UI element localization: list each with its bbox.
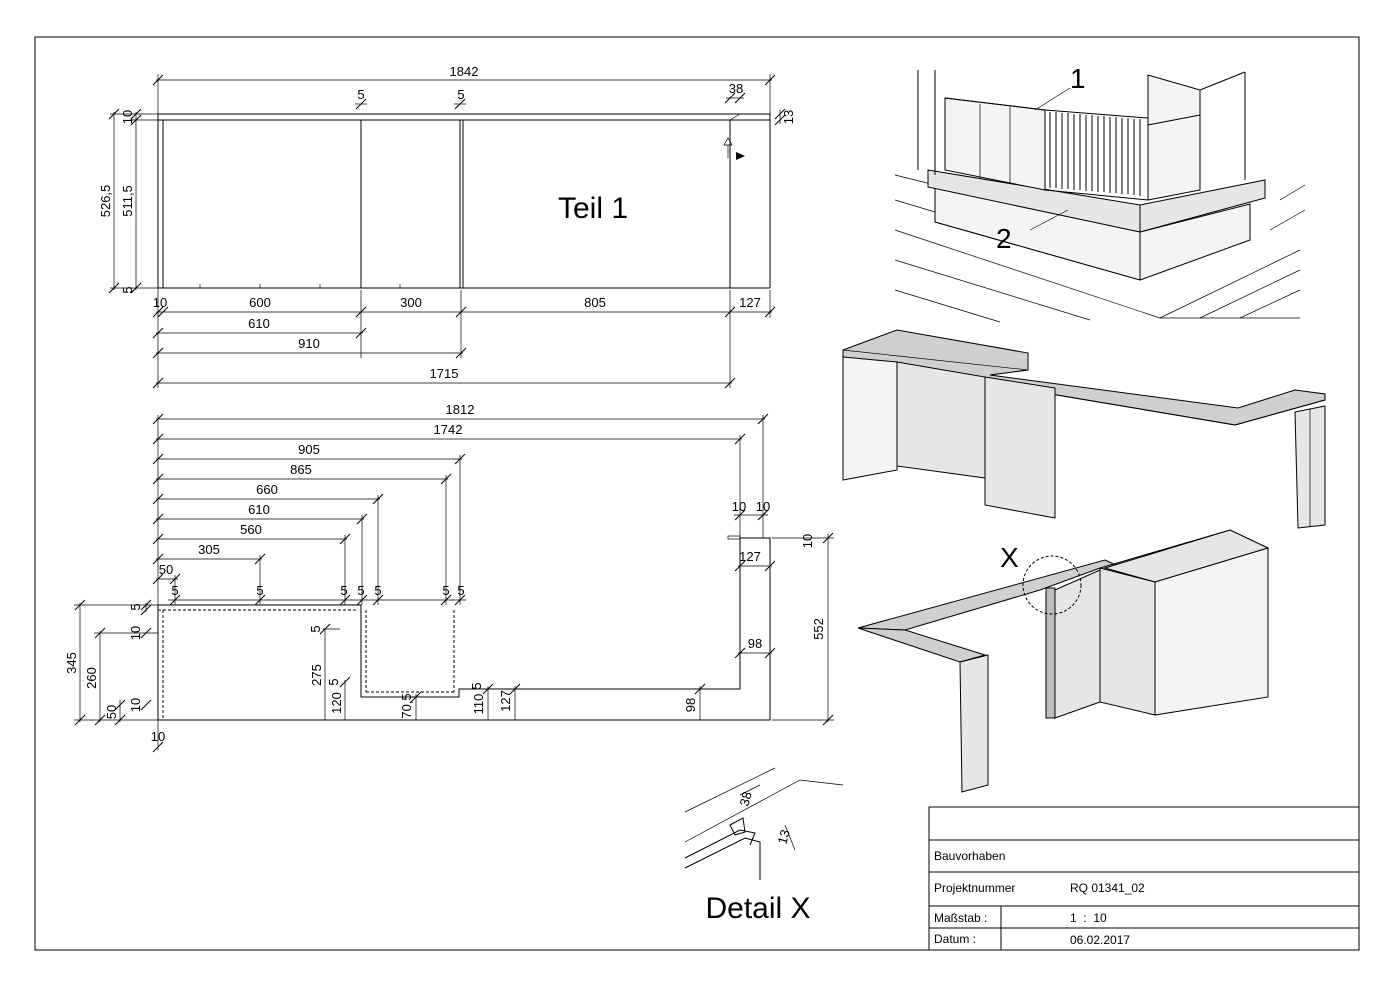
dim-chain-1715: 1715: [430, 366, 459, 381]
detail-title: Detail X: [705, 892, 810, 925]
dim-98-b: 98: [683, 698, 698, 712]
dim-10-bottom: 10: [151, 729, 165, 744]
dim-560: 560: [240, 522, 262, 537]
dim-seg-805: 805: [584, 295, 606, 310]
dim-gap-a: 5: [357, 87, 364, 102]
dim-552: 552: [811, 618, 826, 640]
dim-98-a: 98: [748, 636, 762, 651]
dim-120: 120: [329, 692, 344, 714]
dim-305: 305: [198, 542, 220, 557]
dim-gap-b: 5: [457, 87, 464, 102]
dim-chain-610: 610: [248, 316, 270, 331]
dim-gap-c: 38: [729, 81, 743, 96]
datum-value: 06.02.2017: [1070, 933, 1130, 947]
dim-345: 345: [64, 652, 79, 674]
counter-3d-view-b: X: [857, 529, 1270, 793]
dim-10-left-b: 10: [128, 698, 143, 712]
dim-10-left-a: 10: [128, 626, 143, 640]
dim-seg-600: 600: [249, 295, 271, 310]
dim-5-d: 5: [357, 583, 364, 598]
projektnummer-value: RQ 01341_02: [1070, 881, 1145, 895]
dim-5-a: 5: [171, 583, 178, 598]
installed-view: 1 2: [894, 63, 1306, 323]
sheet-border: [34, 36, 1360, 951]
part-label: Teil 1: [558, 192, 628, 225]
dim-seg-127: 127: [739, 295, 761, 310]
top-view: 1842 5 5 38 526,5 511,5 10 5 13 10 600: [98, 64, 796, 389]
plan-view: 1812 1742 905 865 660 610 560 305 50 5 5: [64, 402, 834, 753]
counter-3d-view-a: [842, 329, 1326, 529]
massstab-value: 1 : 10: [1070, 911, 1107, 925]
dim-70-5: 70,5: [399, 693, 414, 718]
datum-label: Datum :: [934, 932, 976, 946]
dim-seg-10: 10: [153, 295, 167, 310]
title-block: Bauvorhaben Projektnummer RQ 01341_02 Ma…: [928, 806, 1360, 951]
dim-1812: 1812: [446, 402, 475, 417]
dim-660: 660: [256, 482, 278, 497]
dim-1742: 1742: [434, 422, 463, 437]
dim-110: 110: [471, 694, 486, 715]
dim-5-e: 5: [374, 583, 381, 598]
dim-10-b: 10: [756, 499, 770, 514]
dim-5-g: 5: [457, 583, 464, 598]
dim-5-inner-b: 5: [326, 678, 341, 685]
bauvorhaben-label: Bauvorhaben: [934, 849, 1005, 863]
dim-5-left: 5: [128, 603, 143, 610]
dim-5-f: 5: [442, 583, 449, 598]
dim-depth-outer: 526,5: [98, 185, 113, 218]
dim-905: 905: [298, 442, 320, 457]
callout-x: X: [1000, 542, 1019, 573]
dim-127-inner: 127: [498, 690, 513, 712]
dim-50-left: 50: [104, 705, 119, 719]
dim-right-edge: 13: [781, 110, 796, 124]
detail-x: 38 13 Detail X: [684, 767, 844, 925]
dim-5-b: 5: [256, 583, 263, 598]
dim-10-a: 10: [732, 499, 746, 514]
projektnummer-label: Projektnummer: [934, 881, 1015, 895]
detail-dim-13: 13: [775, 828, 793, 846]
dim-seg-300: 300: [400, 295, 422, 310]
dim-edge-bottom: 5: [120, 286, 135, 293]
dim-5-c: 5: [340, 583, 347, 598]
dim-260: 260: [84, 667, 99, 689]
dim-610: 610: [248, 502, 270, 517]
massstab-label: Maßstab :: [934, 911, 987, 925]
dim-865: 865: [290, 462, 312, 477]
dim-5-inner-c: 5: [469, 682, 484, 689]
dim-10-c: 10: [800, 534, 815, 548]
dim-5-inner: 5: [308, 625, 323, 632]
dim-depth-inner: 511,5: [120, 185, 135, 217]
callout-2: 2: [996, 223, 1012, 254]
callout-1: 1: [1070, 63, 1086, 94]
dim-50: 50: [159, 562, 173, 577]
dim-127-right: 127: [739, 549, 761, 564]
detail-dim-38: 38: [737, 790, 755, 808]
dim-overall: 1842: [450, 64, 479, 79]
dim-chain-910: 910: [298, 336, 320, 351]
dim-edge-top: 10: [120, 110, 135, 124]
dim-275: 275: [309, 664, 324, 686]
